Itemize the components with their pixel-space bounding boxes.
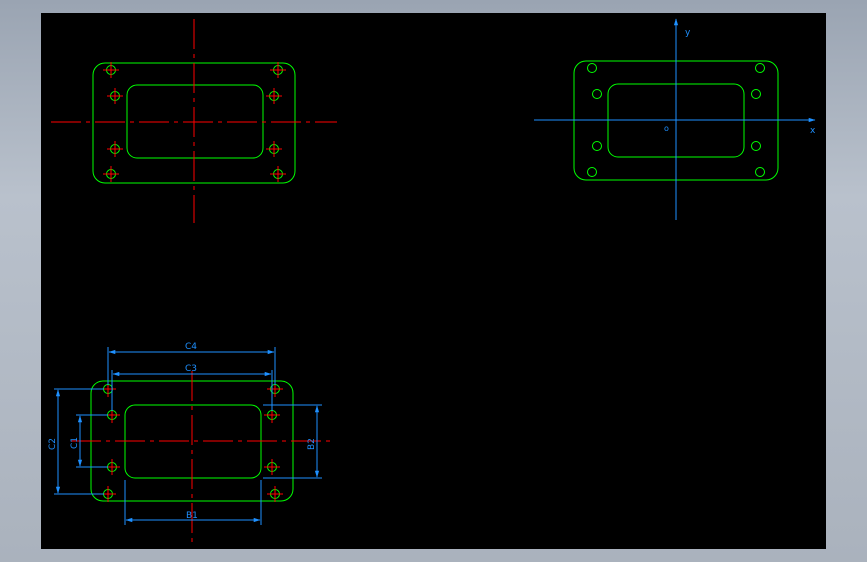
origin-label: o [664,124,669,133]
dim-c4-label: C4 [185,342,197,352]
x-axis-label: x [810,126,816,136]
cad-drawing: y x o [48,18,816,543]
dimension-labels: C4 C3 B1 C2 C1 B2 [48,342,317,521]
bolt-hole [592,89,602,99]
dim-b2-label: B2 [307,438,317,450]
cad-canvas[interactable]: y x o [41,13,826,549]
flange-view-dimensioned: C4 C3 B1 C2 C1 B2 [48,342,333,543]
bolt-hole [751,141,761,151]
bolt-hole [755,167,765,177]
dimensions [54,347,322,525]
dim-c1-label: C1 [70,437,80,449]
bolt-hole-centermarks [103,62,286,182]
dim-c3-label: C3 [185,364,197,374]
dim-b1-label: B1 [186,511,198,521]
bolt-hole [587,63,597,73]
y-axis-label: y [685,28,691,38]
bolt-hole [592,141,602,151]
dim-c2-label: C2 [48,438,58,450]
bolt-hole [755,63,765,73]
bolt-hole [751,89,761,99]
flange-view-top-right: y x o [534,18,816,220]
bolt-hole [587,167,597,177]
bolt-holes [587,63,765,177]
flange-view-top-left [51,19,337,223]
